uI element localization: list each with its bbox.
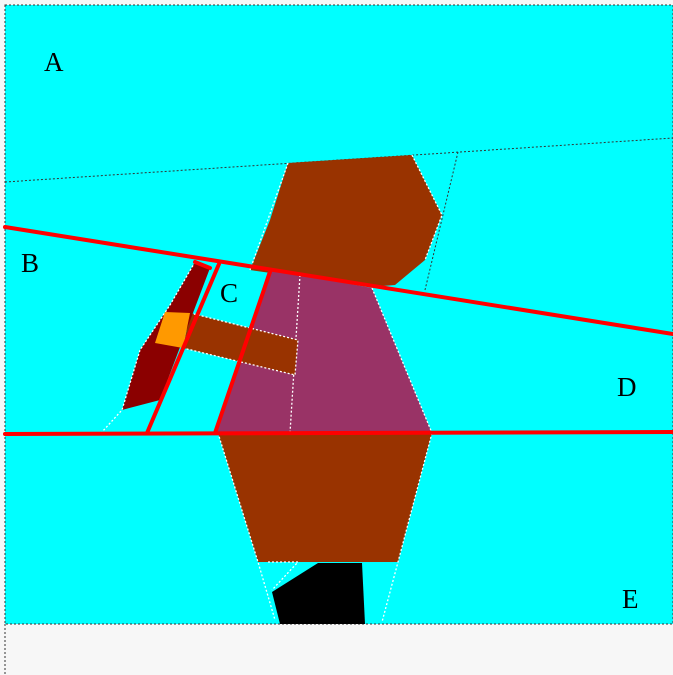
region-label-c: C <box>220 278 238 308</box>
region-label-a: A <box>44 47 64 77</box>
region-label-d: D <box>617 372 637 402</box>
region-label-e: E <box>622 584 639 614</box>
region-label-b: B <box>21 248 39 278</box>
cut-line-horizontal <box>5 432 673 434</box>
